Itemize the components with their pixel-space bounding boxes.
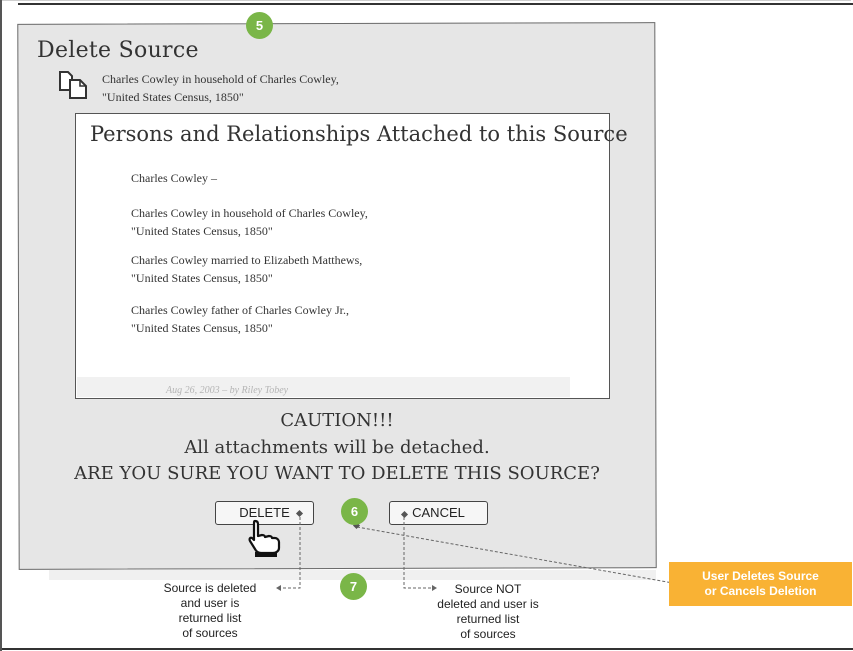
panel-title: Persons and Relationships Attached to th… <box>90 122 628 146</box>
cancel-button-label: CANCEL <box>412 505 465 520</box>
list-item: Charles Cowley in household of Charles C… <box>131 206 368 220</box>
delete-connector-line <box>276 517 301 589</box>
step-5-badge: 5 <box>246 12 273 39</box>
list-item: Charles Cowley – <box>131 171 217 185</box>
delete-outcome-note: Source is deleted and user is returned l… <box>163 581 257 640</box>
top-border <box>18 3 853 5</box>
delete-button-label: DELETE <box>239 505 290 520</box>
list-item-subline: "United States Census, 1850" <box>131 271 273 285</box>
callout-line-1: User Deletes Source <box>702 569 819 583</box>
attachments-panel <box>75 113 610 399</box>
source-title-line: Charles Cowley in household of Charles C… <box>102 72 339 86</box>
callout-connector-line <box>356 526 685 586</box>
list-item: Charles Cowley father of Charles Cowley … <box>131 303 349 317</box>
list-item-subline: "United States Census, 1850" <box>131 321 273 335</box>
left-border <box>0 0 2 651</box>
cancel-arrowhead <box>432 585 437 591</box>
dialog-title: Delete Source <box>37 38 199 63</box>
detach-warning-text: All attachments will be detached. <box>184 437 490 458</box>
callout-box: User Deletes Source or Cancels Deletion <box>669 562 852 606</box>
cancel-connector-line <box>403 517 432 589</box>
panel-footer-note: Aug 26, 2003 – by Riley Tobey <box>166 385 289 396</box>
caution-text: CAUTION!!! <box>280 410 394 431</box>
list-item: Charles Cowley married to Elizabeth Matt… <box>131 253 363 267</box>
callout-line-2: or Cancels Deletion <box>704 584 817 598</box>
confirm-question-text: ARE YOU SURE YOU WANT TO DELETE THIS SOU… <box>74 463 600 484</box>
source-document-icon <box>59 71 87 99</box>
step-6-badge: 6 <box>341 498 368 525</box>
source-collection-line: "United States Census, 1850" <box>102 90 244 104</box>
cancel-outcome-note: Source NOT deleted and user is returned … <box>437 582 539 641</box>
delete-arrowhead <box>276 585 281 591</box>
step-7-badge: 7 <box>340 573 367 600</box>
list-item-subline: "United States Census, 1850" <box>131 224 273 238</box>
panel-footer-strip <box>77 377 570 397</box>
hand-pointer-icon <box>248 519 281 557</box>
bottom-border <box>0 648 853 650</box>
